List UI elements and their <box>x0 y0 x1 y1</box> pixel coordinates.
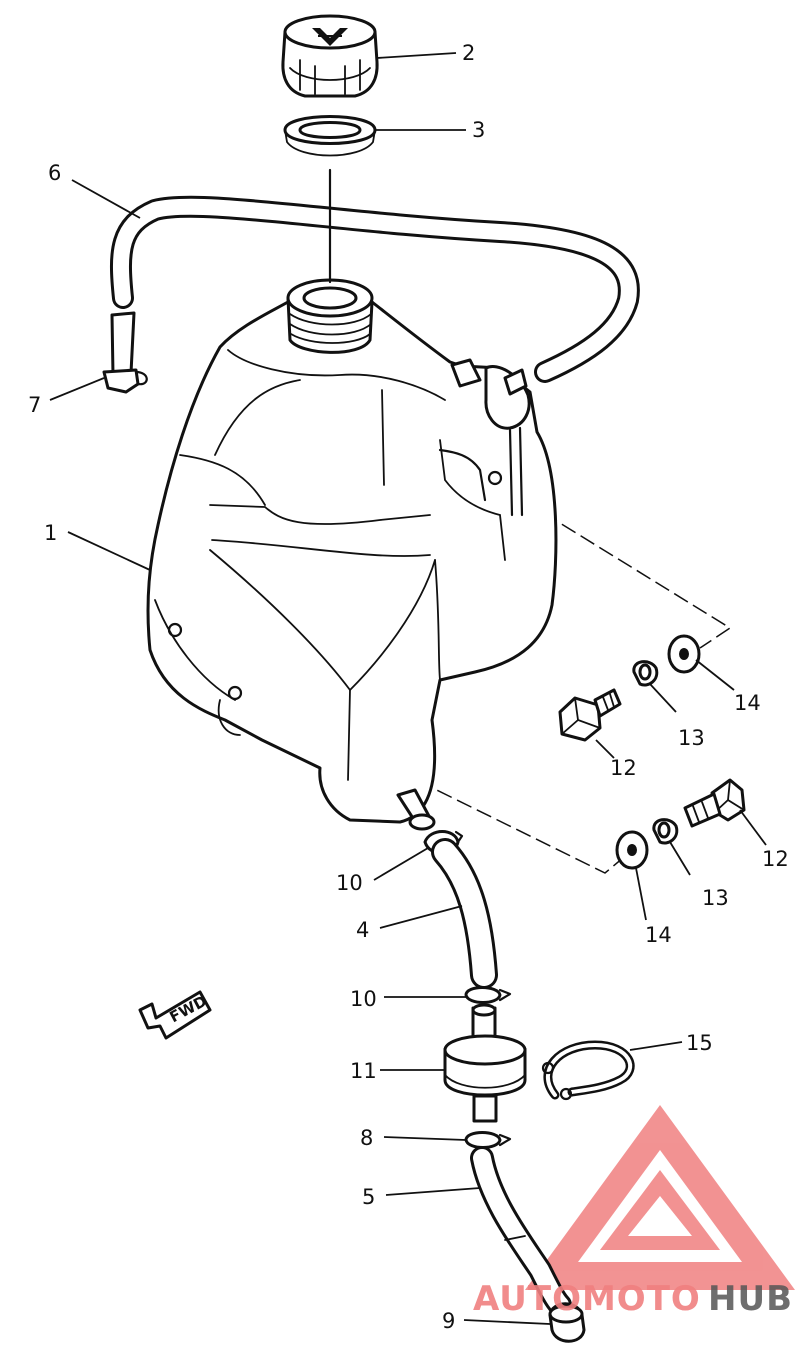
cap-gasket <box>283 115 377 157</box>
callout-14-lower: 14 <box>645 923 672 947</box>
forward-direction-arrow-icon: FWD <box>138 990 212 1040</box>
bolt-lower <box>683 778 746 828</box>
lock-washer-upper <box>632 660 659 687</box>
callout-10-upper: 10 <box>336 871 363 895</box>
bolt-upper <box>558 688 622 742</box>
leader-lines <box>49 52 767 1325</box>
callout-8: 8 <box>360 1126 373 1150</box>
watermark-part2: HUB <box>708 1279 793 1319</box>
watermark-text: AUTOMOTO HUB <box>473 1279 793 1319</box>
callout-6: 6 <box>48 161 61 185</box>
callout-13-lower: 13 <box>702 886 729 910</box>
fuel-hose <box>431 838 498 989</box>
callout-3: 3 <box>472 118 485 142</box>
watermark-part1: AUTOMOTO <box>473 1279 701 1319</box>
callout-12-lower: 12 <box>762 847 789 871</box>
breather-hose <box>109 195 640 383</box>
hose-plug <box>548 1302 586 1343</box>
callout-9: 9 <box>442 1309 455 1333</box>
hose-clip <box>102 368 148 394</box>
callout-13-upper: 13 <box>678 726 705 750</box>
lock-washer-lower <box>652 818 679 845</box>
hose-clamp-lower <box>464 986 512 1004</box>
outlet-hose <box>470 1146 572 1317</box>
tank-cap <box>281 14 379 98</box>
flat-washer-lower <box>615 830 649 870</box>
callout-15: 15 <box>686 1031 713 1055</box>
callout-7: 7 <box>28 393 41 417</box>
callout-labels: 2 3 6 7 1 14 13 12 12 13 14 10 4 10 11 1… <box>28 41 789 1333</box>
callout-1: 1 <box>44 521 57 545</box>
callout-12-upper: 12 <box>610 756 637 780</box>
callout-2: 2 <box>462 41 475 65</box>
watermark-logo-icon <box>525 1105 795 1290</box>
fuel-tank <box>146 278 558 831</box>
callout-14-upper: 14 <box>734 691 761 715</box>
callout-5: 5 <box>362 1185 375 1209</box>
hose-clamp-filter <box>464 1131 512 1149</box>
flat-washer-upper <box>667 634 701 674</box>
callout-10-lower: 10 <box>350 987 377 1011</box>
retaining-band <box>541 1040 635 1101</box>
fuel-filter <box>443 1003 527 1123</box>
callout-11: 11 <box>350 1059 377 1083</box>
callout-4: 4 <box>356 918 369 942</box>
